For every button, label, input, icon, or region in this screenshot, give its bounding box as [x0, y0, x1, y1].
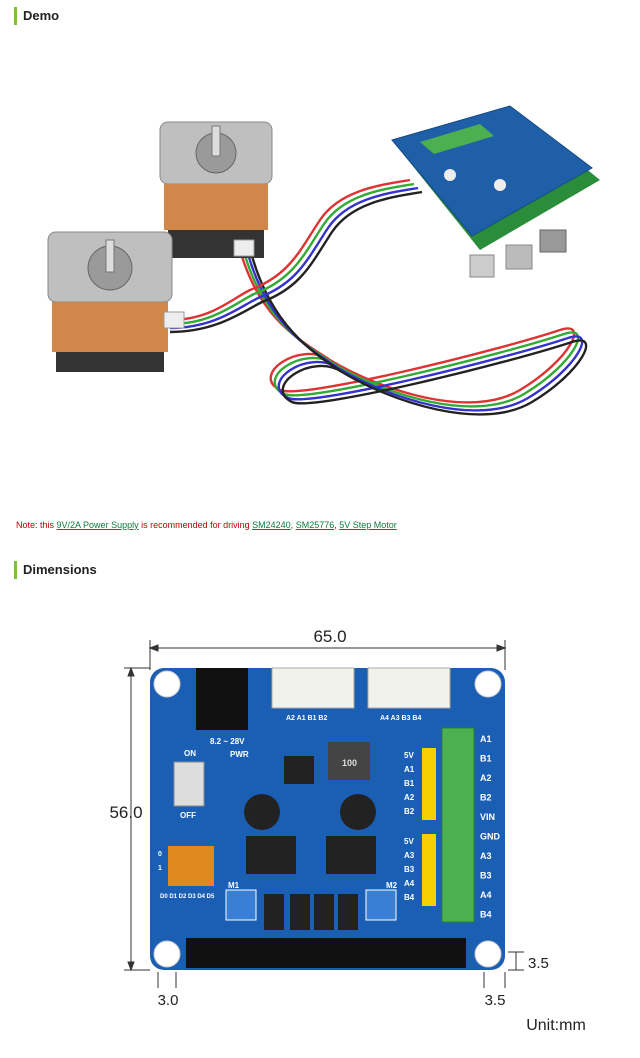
header-bottom [422, 834, 436, 906]
hole-right-label: 3.5 [485, 992, 506, 1009]
capacitor-left [244, 794, 280, 830]
terminal-label: GND [480, 832, 501, 842]
header-label: B4 [404, 893, 415, 902]
header-label: B3 [404, 865, 415, 874]
switch-on-label: ON [184, 749, 196, 758]
note-separator: , [334, 520, 340, 530]
m2-label: M2 [386, 881, 398, 890]
terminal-label: A1 [480, 734, 492, 744]
switch-off-label: OFF [180, 811, 196, 820]
gpio-header [186, 938, 466, 968]
terminal-label: B4 [480, 910, 492, 920]
dip-1-label: 1 [158, 865, 162, 872]
header-label: A2 [404, 793, 415, 802]
demo-image [47, 105, 600, 416]
header-label: B2 [404, 807, 415, 816]
dip-switch [168, 846, 214, 886]
pcb-board [150, 667, 505, 970]
note-separator: , [290, 520, 296, 530]
stepper-motor-front [47, 231, 185, 372]
header-label: A4 [404, 879, 415, 888]
driver-ic-left [246, 836, 296, 874]
motor-cables [169, 178, 588, 416]
header-label: 5V [404, 837, 414, 846]
terminal-label: A3 [480, 851, 492, 861]
power-supply-note: Note: this 9V/2A Power Supply is recomme… [16, 520, 397, 530]
m1-label: M1 [228, 881, 240, 890]
unit-label: Unit:mm [526, 1017, 586, 1034]
hole-left-label: 3.0 [158, 992, 179, 1009]
connector-left-labels: A2 A1 B1 B2 [286, 715, 327, 722]
motor-link-sm24240[interactable]: SM24240 [252, 520, 291, 530]
capacitor-right [340, 794, 376, 830]
terminal-label: B1 [480, 754, 492, 764]
power-switch [173, 761, 205, 807]
inductor [328, 742, 370, 780]
note-prefix: Note: this [16, 520, 57, 530]
raspberry-pi-with-hat [391, 105, 600, 278]
dip-0-label: 0 [158, 851, 162, 858]
section-title-demo: Demo [14, 7, 59, 25]
height-label: 56.0 [109, 803, 142, 822]
header-top [422, 748, 436, 820]
header-label: A1 [404, 765, 415, 774]
terminal-label: B3 [480, 871, 492, 881]
terminal-label: A2 [480, 773, 492, 783]
width-label: 65.0 [313, 627, 346, 646]
header-label: B1 [404, 779, 415, 788]
driver-ic-right [326, 836, 376, 874]
pwr-label: PWR [230, 750, 249, 759]
connector-right-labels: A4 A3 B3 B4 [380, 715, 421, 722]
terminal-label: B2 [480, 793, 492, 803]
motor-connector-right [367, 667, 451, 709]
stepper-motor-back [159, 121, 273, 258]
voltage-label: 8.2 ~ 28V [210, 737, 245, 746]
note-middle: is recommended for driving [138, 520, 253, 530]
dip-labels: D0 D1 D2 D3 D4 D5 [160, 894, 215, 900]
power-jack [196, 668, 248, 730]
header-label: A3 [404, 851, 415, 860]
terminal-block [441, 727, 475, 923]
header-label: 5V [404, 751, 414, 760]
section-title-dimensions: Dimensions [14, 561, 97, 579]
terminal-label: A4 [480, 890, 492, 900]
inductor-label: 100 [342, 758, 357, 768]
dimensions-drawing: 65.0 56.0 3.0 3.5 3.5 Unit:mm [109, 627, 586, 1034]
motor-link-sm25776[interactable]: SM25776 [295, 520, 335, 530]
power-supply-link[interactable]: 9V/2A Power Supply [56, 520, 139, 530]
potentiometer-m1 [225, 889, 257, 921]
hole-bottom-label: 3.5 [528, 955, 549, 972]
potentiometer-m2 [365, 889, 397, 921]
motor-connector-left [271, 667, 355, 709]
terminal-label: VIN [480, 812, 495, 822]
motor-link-5v-step[interactable]: 5V Step Motor [339, 520, 397, 530]
